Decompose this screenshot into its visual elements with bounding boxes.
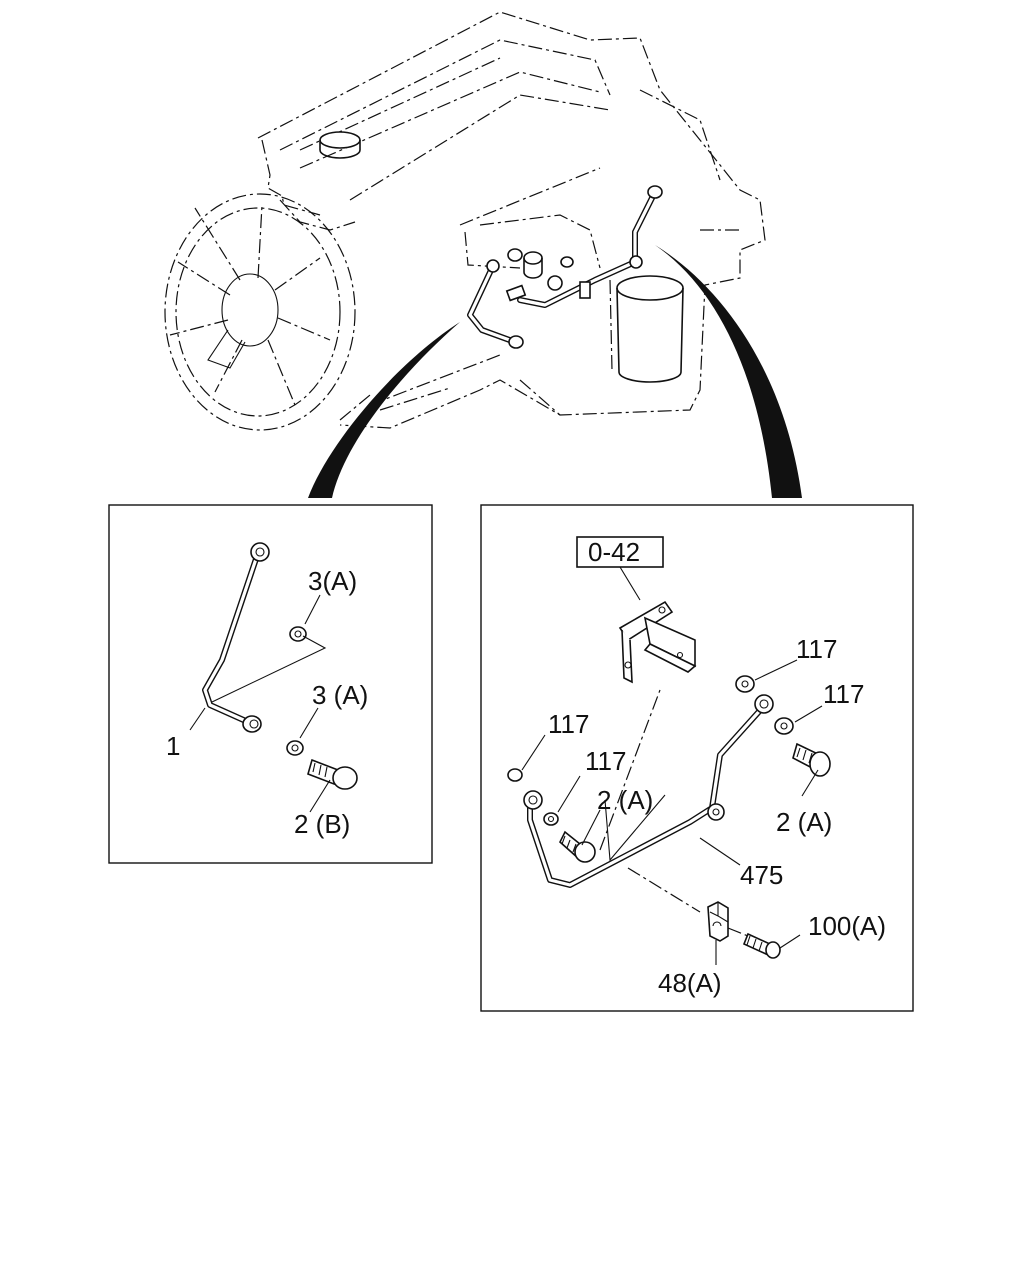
label-2a-right: 2 (A) bbox=[776, 807, 832, 837]
pipe-1-lower-eye bbox=[242, 715, 262, 733]
label-475: 475 bbox=[740, 860, 783, 890]
bracket bbox=[618, 600, 697, 684]
label-0-42: 0-42 bbox=[588, 537, 640, 567]
label-117-b: 117 bbox=[823, 679, 864, 709]
label-100a: 100(A) bbox=[808, 911, 886, 941]
washer-117-d bbox=[543, 812, 559, 826]
label-2a-left: 2 (A) bbox=[597, 785, 653, 815]
bolt-100a bbox=[742, 932, 781, 959]
oil-filler-cap bbox=[319, 131, 361, 149]
left-detail-panel: 3(A) 3 (A) 1 2 (B) bbox=[108, 504, 433, 864]
oil-filter bbox=[616, 275, 684, 383]
engine-overview bbox=[164, 11, 802, 498]
callout-curve-right bbox=[655, 245, 802, 498]
pipe-475-upper-eye bbox=[754, 694, 774, 714]
label-2b: 2 (B) bbox=[294, 809, 350, 839]
eye-bolt-2b bbox=[307, 758, 358, 790]
eye-bolt-2a-right bbox=[792, 742, 831, 777]
washer-117-b bbox=[774, 717, 794, 735]
right-detail-panel: 0-42 bbox=[480, 504, 914, 1012]
label-48a: 48(A) bbox=[658, 968, 722, 998]
engine-oil-pipe bbox=[467, 185, 663, 349]
fan bbox=[164, 193, 356, 431]
label-3a-upper: 3(A) bbox=[308, 566, 357, 596]
washer-117-c bbox=[507, 768, 523, 782]
label-3a-lower: 3 (A) bbox=[312, 680, 368, 710]
washer-3a-lower bbox=[286, 740, 304, 756]
eye-bolt-2a-left bbox=[559, 830, 596, 863]
washer-3a-upper bbox=[289, 626, 307, 642]
label-117-a: 117 bbox=[796, 634, 837, 664]
washer-117-a bbox=[735, 675, 755, 693]
pipe-475-left-eye bbox=[523, 790, 543, 810]
label-117-c: 117 bbox=[548, 709, 589, 739]
label-117-d: 117 bbox=[585, 746, 626, 776]
pipe-475-tee bbox=[707, 803, 725, 821]
callout-curve-left bbox=[308, 322, 460, 498]
pipe-1-upper-eye bbox=[250, 542, 270, 562]
label-1: 1 bbox=[166, 731, 180, 761]
clip-48a bbox=[707, 901, 729, 942]
